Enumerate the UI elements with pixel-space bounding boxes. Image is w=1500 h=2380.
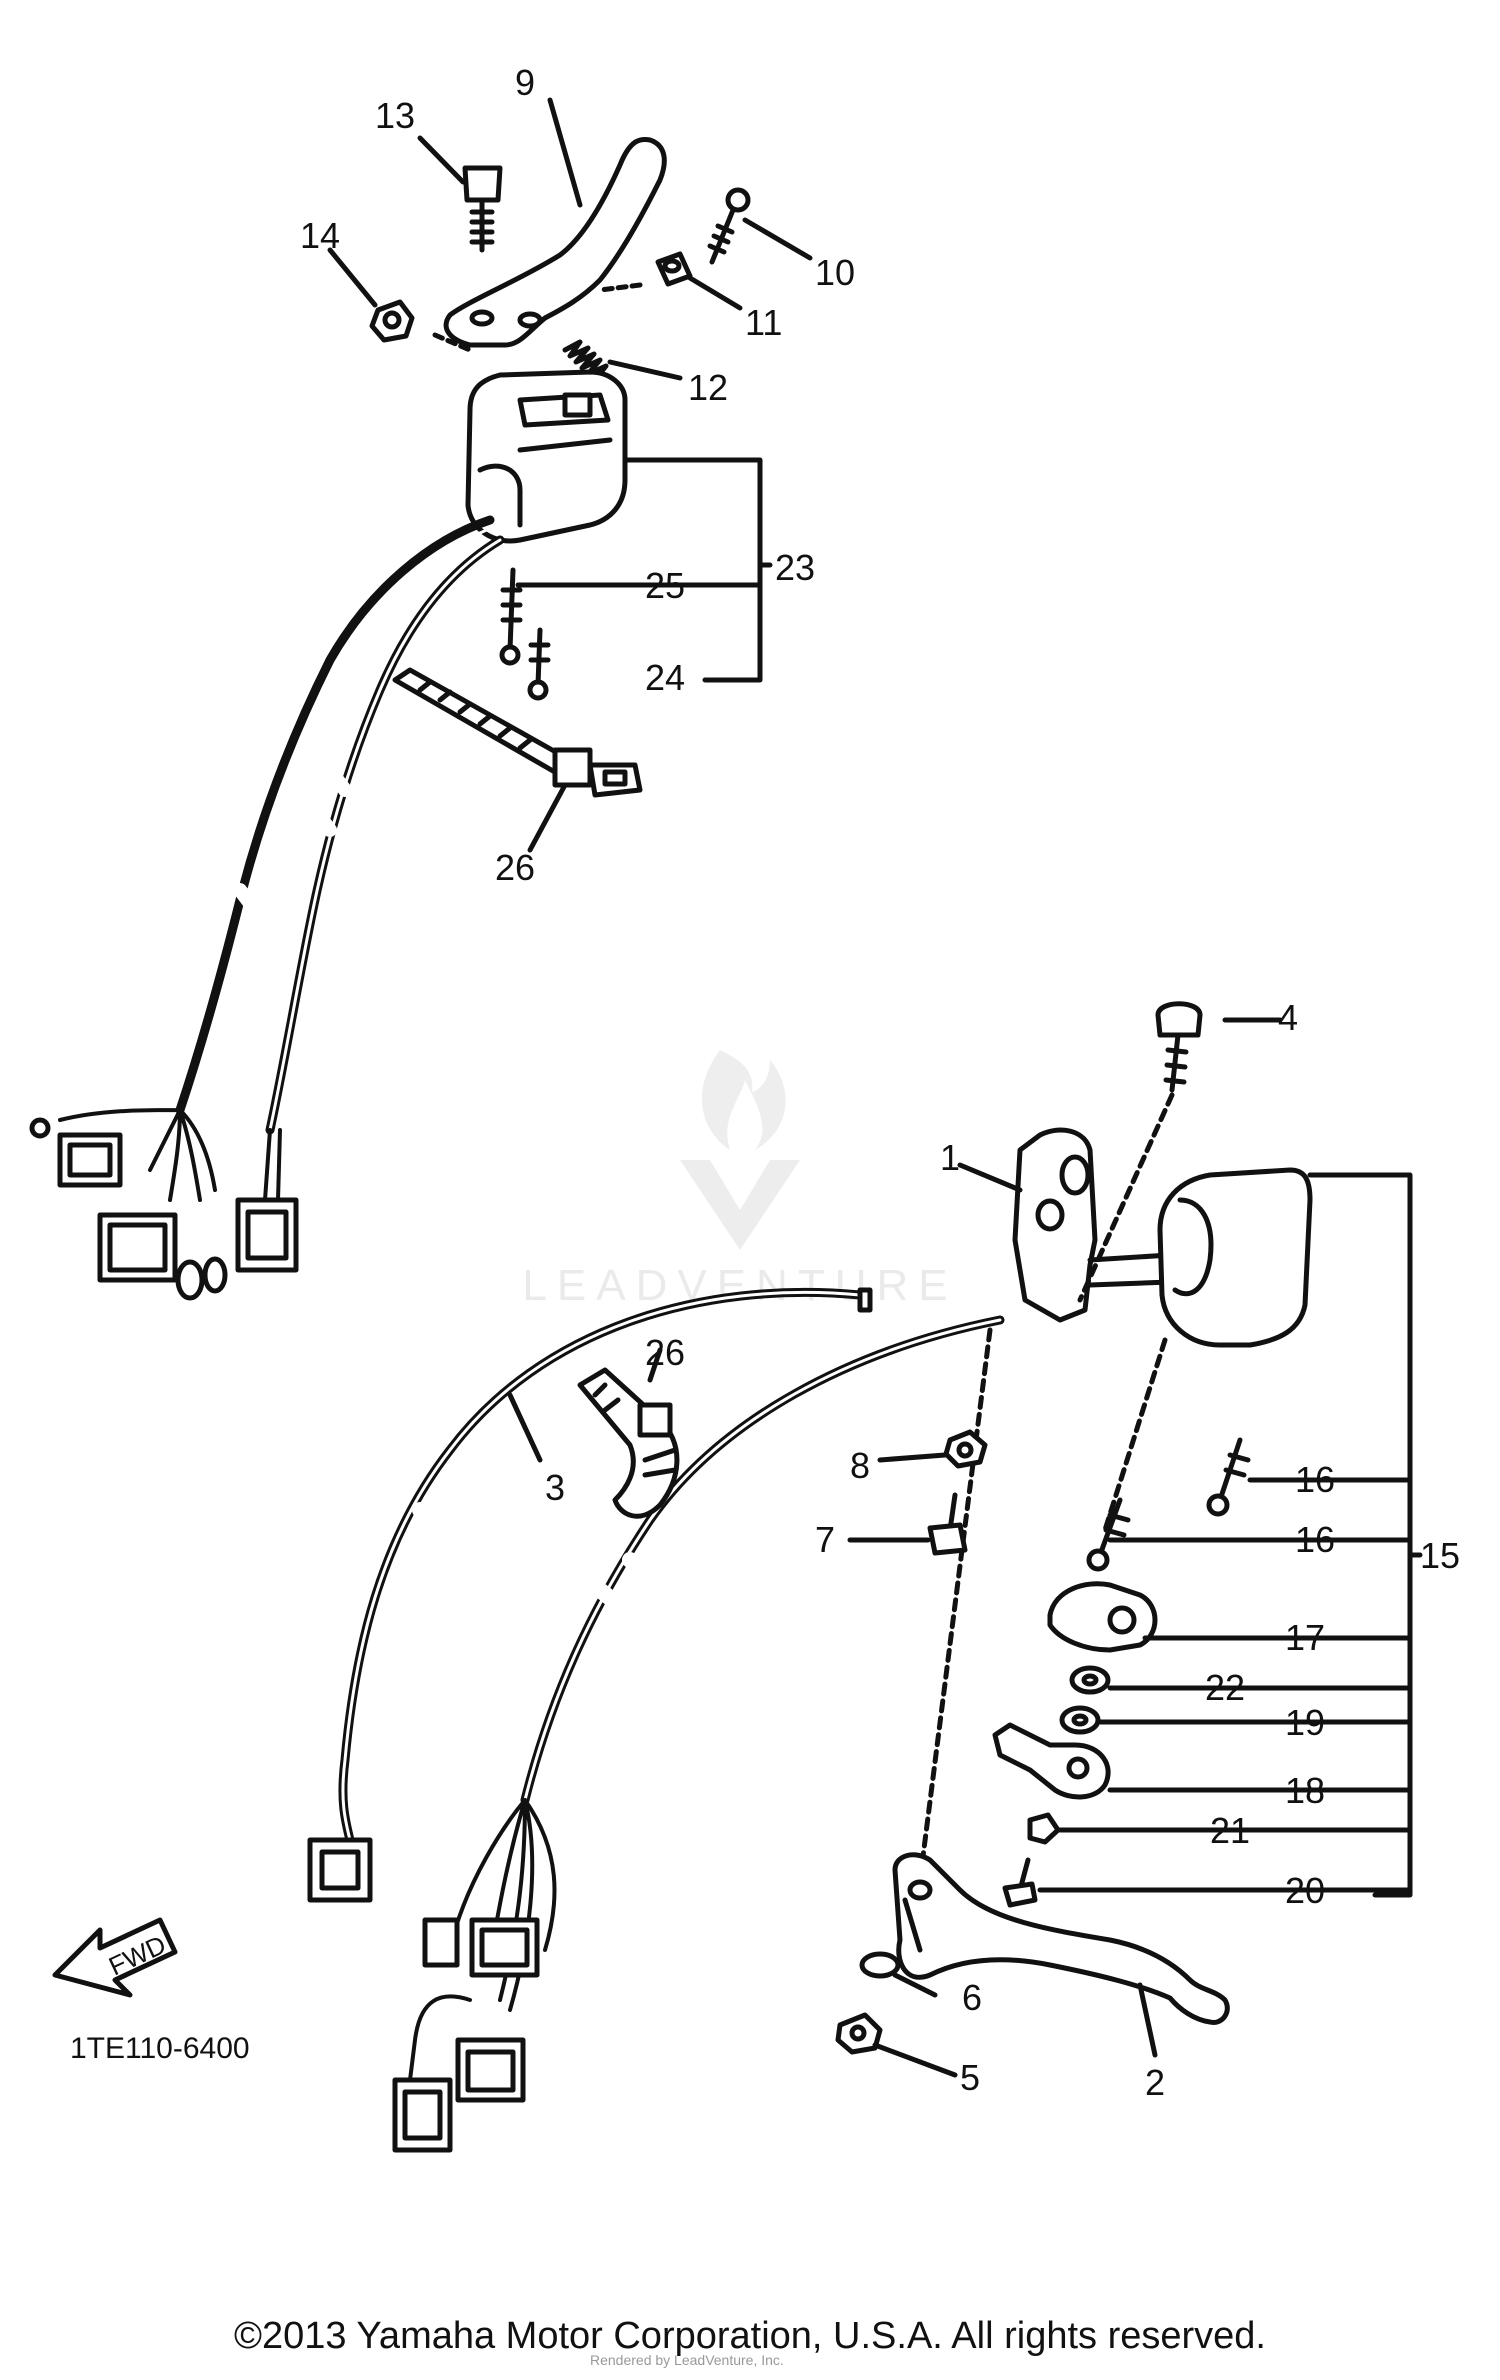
callout-12: 12 [688, 367, 728, 408]
callout-4: 4 [1278, 997, 1298, 1038]
callout-21: 21 [1210, 1810, 1250, 1851]
left-handlebar-switch-assembly [29, 97, 813, 1301]
callout-26-lower: 26 [645, 1332, 685, 1373]
connector-bundle-lower [392, 1798, 557, 2153]
callout-16-a: 16 [1295, 1459, 1335, 1500]
connector-bundle-left [29, 1108, 228, 1301]
copyright-notice: ©2013 Yamaha Motor Corporation, U.S.A. A… [234, 2315, 1266, 2357]
screw-20 [1002, 1857, 1038, 1908]
washer-19 [1059, 1705, 1101, 1735]
render-credit: Rendered by LeadVenture, Inc. [590, 2352, 784, 2368]
cable-band-lower [577, 1367, 680, 1519]
callout-19: 19 [1285, 1702, 1325, 1743]
screw-24 [527, 627, 551, 701]
cable-end-connector [307, 1837, 373, 1903]
lever-pivot-hole [469, 309, 495, 327]
callout-23: 23 [775, 547, 815, 588]
washer-6 [859, 1951, 901, 1979]
collar-7 [927, 1492, 968, 1556]
callout-14: 14 [300, 215, 340, 256]
callout-16-b: 16 [1295, 1519, 1335, 1560]
lock-nut [369, 299, 415, 343]
callout-5: 5 [960, 2057, 980, 2098]
callout-3: 3 [545, 1467, 565, 1508]
nut-21 [1027, 1812, 1061, 1845]
callout-8: 8 [850, 1445, 870, 1486]
nut-5 [835, 2012, 883, 2055]
callout-18: 18 [1285, 1770, 1325, 1811]
forward-arrow-icon: FWD [52, 1917, 178, 1998]
adjuster-bolt [707, 187, 751, 265]
connector-right-wire [235, 1128, 299, 1273]
callout-24: 24 [645, 657, 685, 698]
callout-17: 17 [1285, 1617, 1325, 1658]
screw-16a [1206, 1437, 1251, 1517]
callout-15: 15 [1420, 1535, 1460, 1576]
leader-23 [622, 457, 773, 683]
clutch-lever [443, 136, 667, 348]
callout-2: 2 [1145, 2062, 1165, 2103]
collar [655, 251, 693, 287]
right-handlebar-switch-assembly: FWD [52, 1001, 1423, 2153]
pivot-bolt [462, 165, 503, 253]
leader-15 [1307, 1172, 1423, 1898]
watermark-logo: LEADVENTURE [522, 1050, 957, 1310]
screw-25 [499, 567, 523, 666]
part-18 [992, 1722, 1111, 1800]
callout-13: 13 [375, 95, 415, 136]
callout-6: 6 [962, 1977, 982, 2018]
brake-lever [892, 1852, 1230, 2025]
callout-11: 11 [745, 302, 782, 343]
callout-22: 22 [1205, 1667, 1245, 1708]
callout-25: 25 [645, 565, 685, 606]
nut-8 [943, 1429, 988, 1469]
callout-9: 9 [515, 62, 535, 103]
screw-4 [1155, 1001, 1203, 1093]
callout-20: 20 [1285, 1870, 1325, 1911]
callout-labels: 9 13 14 10 11 12 23 25 24 26 4 1 26 3 8 … [70, 62, 1460, 2103]
washer-22 [1069, 1665, 1111, 1695]
diagram-part-code: 1TE110-6400 [70, 2032, 250, 2065]
switch-wire-harness [175, 515, 495, 1115]
screw-16b [1086, 1497, 1131, 1572]
throttle-switch-housing [1157, 1167, 1313, 1348]
callout-1: 1 [940, 1137, 960, 1178]
watermark-text: LEADVENTURE [522, 1261, 957, 1310]
callout-7: 7 [815, 1519, 835, 1560]
cable-band-upper [392, 667, 643, 798]
callout-10: 10 [815, 252, 855, 293]
callout-26-upper: 26 [495, 847, 535, 888]
throttle-grip-part-17 [1047, 1581, 1158, 1653]
